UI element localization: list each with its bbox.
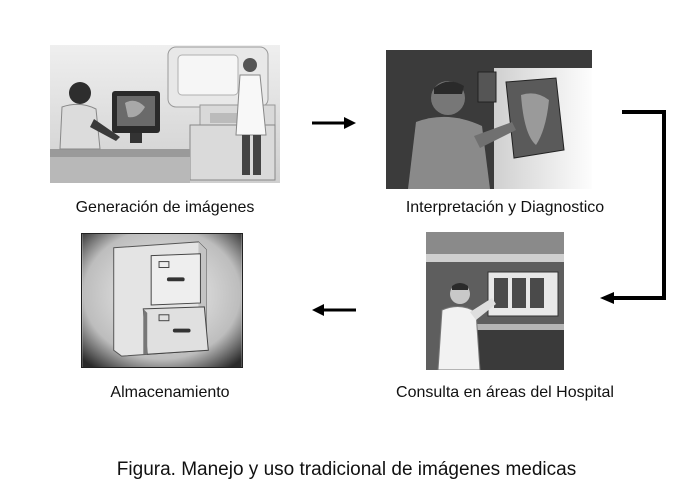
node-label-generation: Generación de imágenes: [75, 199, 255, 216]
radiologist-xray-viewbox-photo: [386, 50, 592, 189]
ct-scanner-operator-photo: [50, 45, 280, 183]
nurse-xray-lightbox-photo: [426, 232, 564, 370]
node-label-consultation: Consulta en áreas del Hospital: [396, 384, 614, 401]
filing-cabinet-photo: [81, 233, 243, 368]
arrow-consultation-to-storage: [312, 304, 356, 316]
arrow-generation-to-interpretation: [312, 117, 356, 129]
node-label-interpretation: Interpretación y Diagnostico: [405, 199, 605, 216]
arrow-interpretation-to-consultation: [600, 110, 666, 304]
figure-caption: Figura. Manejo y uso tradicional de imág…: [116, 459, 577, 480]
node-label-storage: Almacenamiento: [110, 384, 230, 401]
